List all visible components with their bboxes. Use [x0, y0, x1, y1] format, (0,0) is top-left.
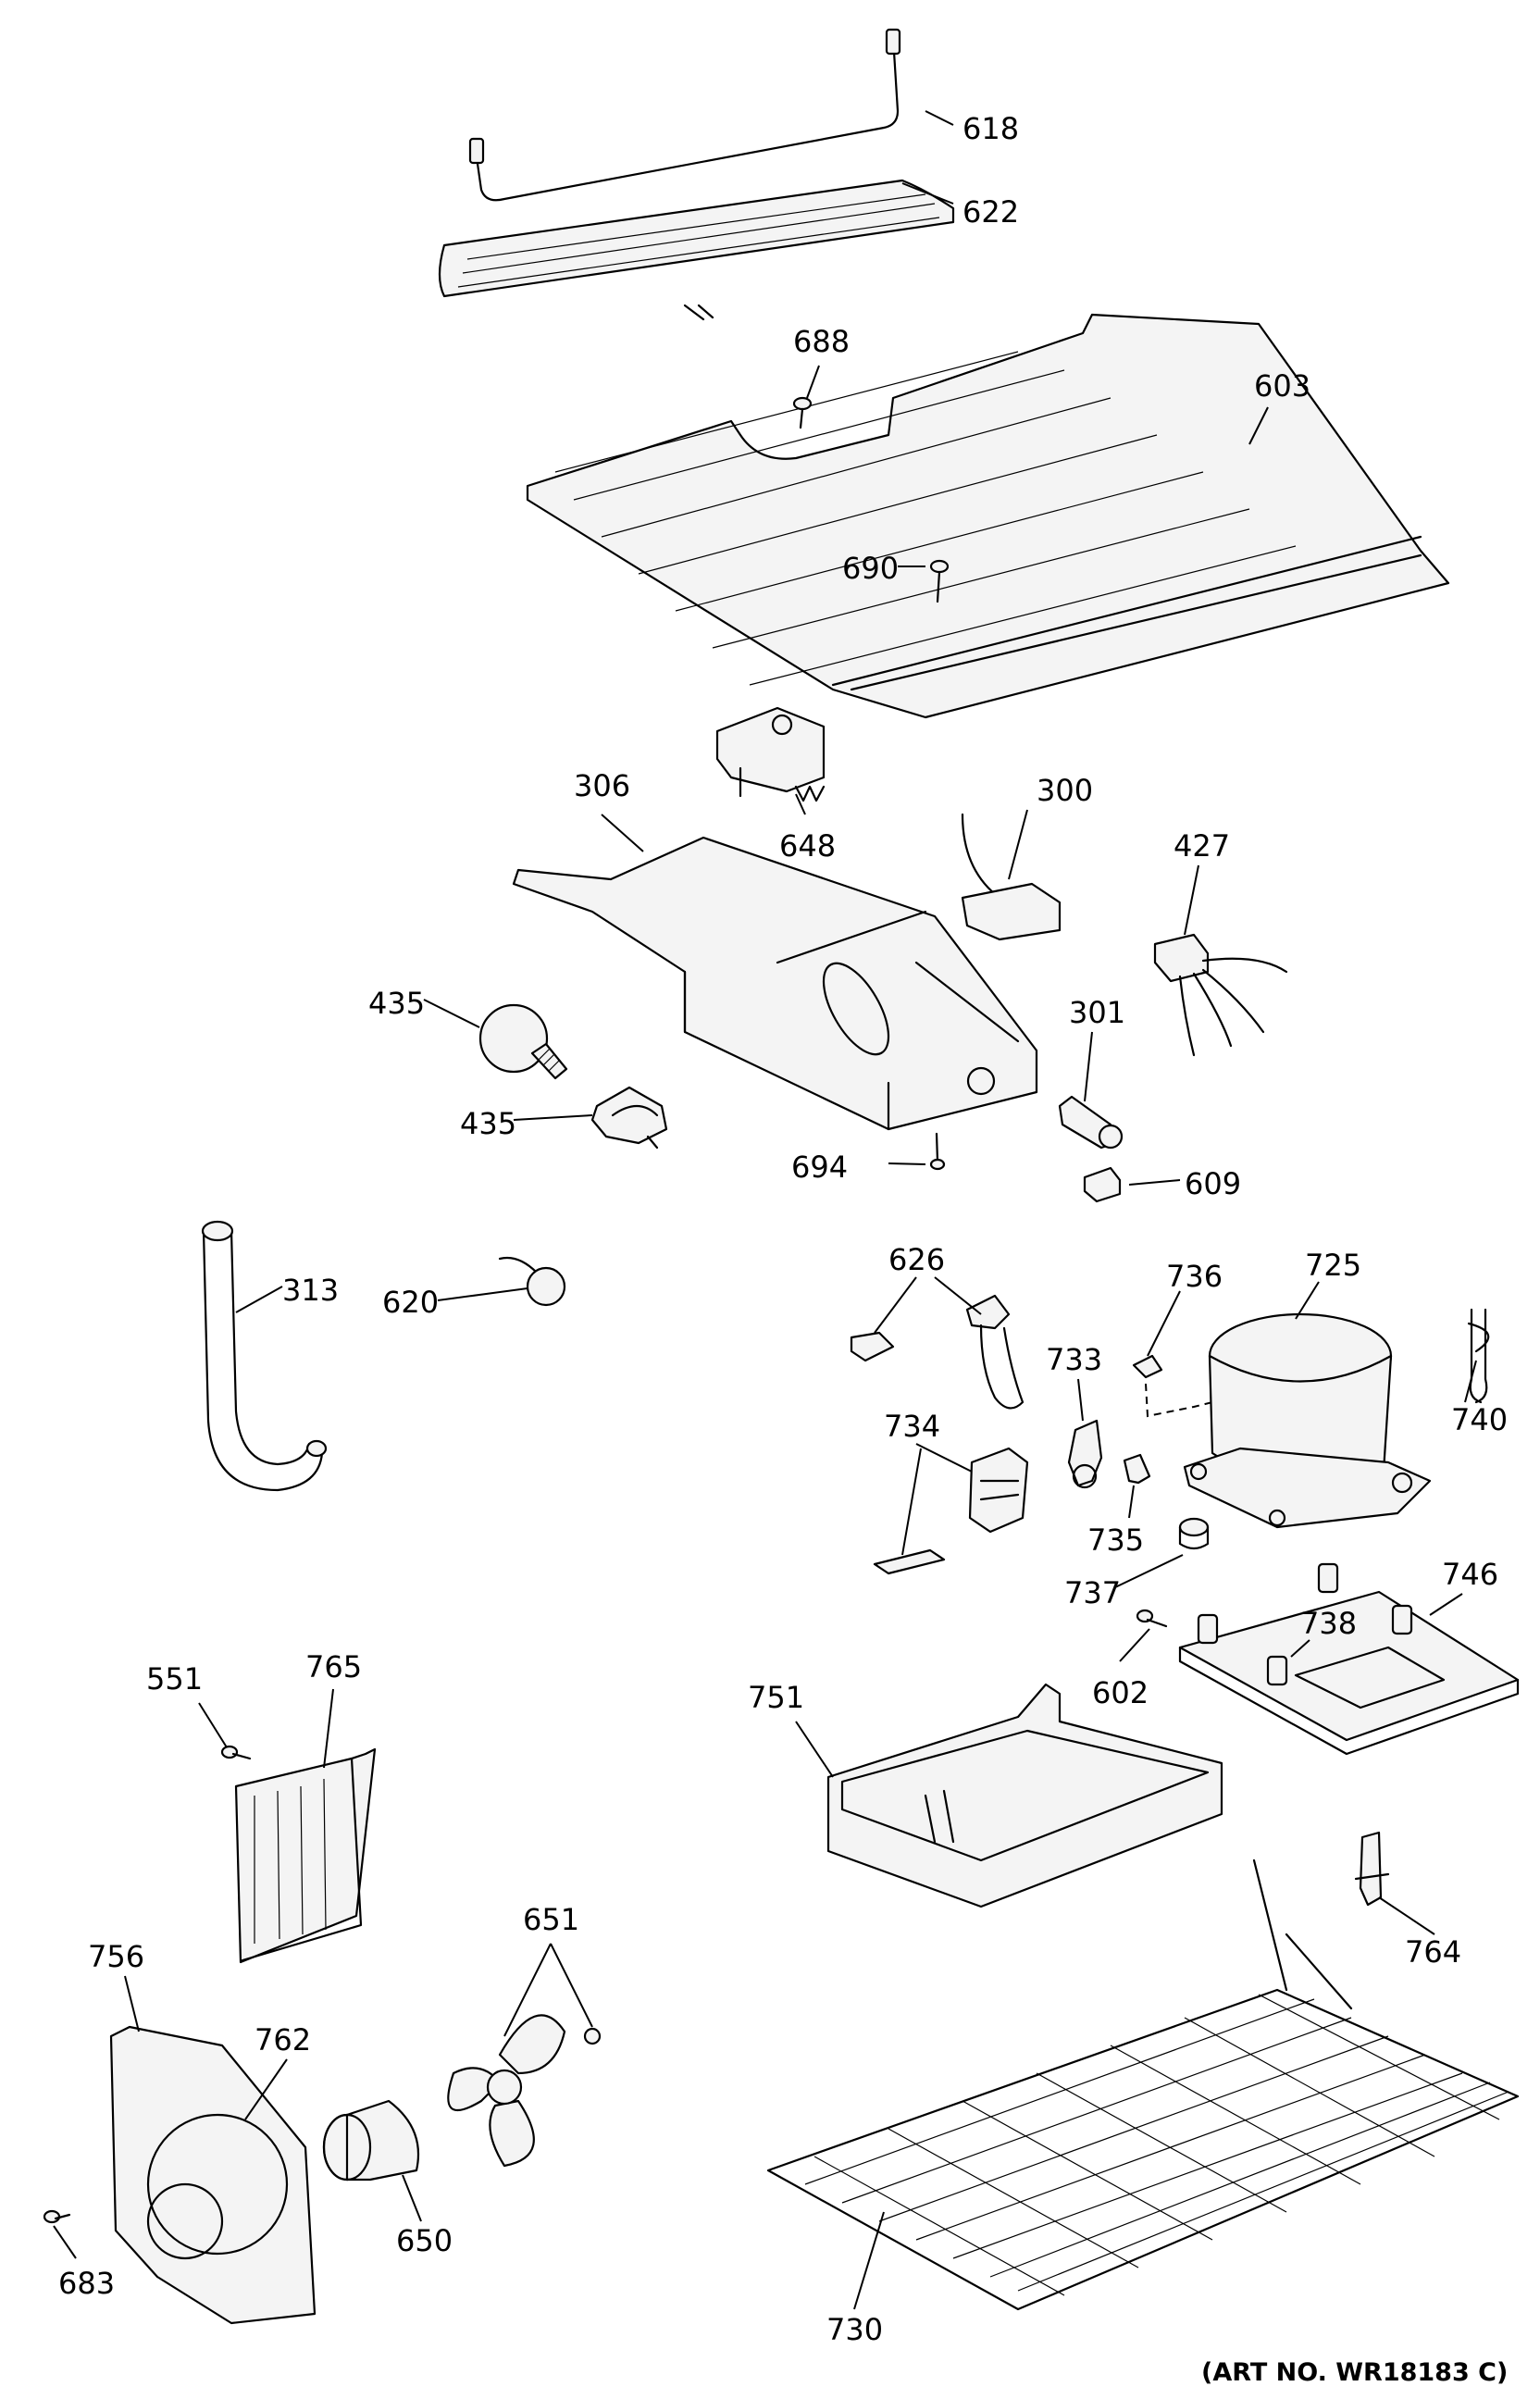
callout-313: 313 [282, 1273, 339, 1308]
part-751-drain-pan [826, 1683, 1223, 1908]
callout-650: 650 [396, 2223, 453, 2258]
callout-602: 602 [1092, 1675, 1149, 1710]
part-603-panel [526, 313, 1450, 719]
callout-725: 725 [1305, 1248, 1361, 1283]
callout-306: 306 [574, 768, 630, 803]
callout-620: 620 [382, 1285, 439, 1320]
callout-622: 622 [962, 194, 1019, 230]
part-733-overload [1067, 1419, 1103, 1489]
callout-427: 427 [1174, 828, 1230, 864]
callout-733: 733 [1046, 1342, 1102, 1377]
part-725-compressor [1183, 1312, 1432, 1529]
part-764-bracket [1354, 1831, 1390, 1907]
callout-751: 751 [748, 1680, 804, 1715]
part-734-relay [873, 1447, 1029, 1575]
part-746-plate [1178, 1562, 1520, 1756]
part-313-drain-tube [201, 1220, 328, 1492]
callout-738: 738 [1300, 1606, 1357, 1641]
callout-603: 603 [1254, 368, 1310, 404]
leader-lines [53, 110, 1477, 2310]
part-301-switch [1058, 1095, 1124, 1150]
callout-683: 683 [58, 2266, 115, 2301]
part-740-hook [1467, 1308, 1490, 1404]
callout-labels: 618 622 688 603 690 306 648 300 427 435 … [58, 111, 1508, 2387]
part-618-tube [468, 28, 901, 202]
callout-690: 690 [842, 551, 899, 586]
part-688-screw [792, 396, 813, 429]
part-735-capacitor [1123, 1453, 1151, 1485]
callout-730: 730 [826, 2312, 883, 2347]
part-765-cover [234, 1747, 377, 1964]
callout-762: 762 [255, 2022, 311, 2057]
part-602-screw [1136, 1609, 1168, 1628]
part-730-condenser [766, 1858, 1520, 2311]
part-622-channel [438, 179, 955, 321]
part-756-shroud [109, 2025, 317, 2325]
part-306-housing [512, 836, 1038, 1131]
part-300-switch [961, 813, 1062, 941]
callout-737: 737 [1064, 1575, 1121, 1610]
art-number: (ART NO. WR18183 C) [1201, 2358, 1508, 2387]
callout-301: 301 [1069, 995, 1125, 1030]
callout-688: 688 [793, 324, 850, 359]
part-651-fan-blade [447, 2014, 602, 2168]
callout-746: 746 [1442, 1557, 1498, 1592]
callout-651: 651 [523, 1902, 579, 1937]
part-435-socket [590, 1086, 668, 1150]
callout-756: 756 [88, 1939, 144, 1974]
part-737-grommet [1178, 1517, 1210, 1550]
part-683-screw [43, 2209, 71, 2224]
part-551-screw [220, 1745, 252, 1760]
callout-626: 626 [888, 1242, 945, 1277]
callout-736: 736 [1166, 1259, 1223, 1294]
callout-435a: 435 [368, 986, 425, 1021]
part-427-relay [1153, 933, 1288, 1057]
part-690-screw [929, 559, 950, 603]
callout-551: 551 [146, 1661, 203, 1697]
part-694-screw [929, 1132, 946, 1171]
part-648-control [715, 706, 826, 802]
part-620-thermostat [498, 1256, 566, 1307]
part-435-bulb [478, 1003, 568, 1080]
callout-618: 618 [962, 111, 1019, 146]
callout-648: 648 [779, 828, 836, 864]
part-650-motor [322, 2099, 420, 2181]
callout-764: 764 [1405, 1934, 1461, 1970]
callout-609: 609 [1185, 1166, 1241, 1201]
callout-740: 740 [1451, 1402, 1508, 1437]
part-736-clip [1132, 1354, 1213, 1418]
callout-735: 735 [1087, 1523, 1144, 1558]
callout-734: 734 [884, 1409, 940, 1444]
part-609-switch [1083, 1166, 1122, 1203]
part-626-cord [850, 1294, 1025, 1410]
callout-694: 694 [791, 1150, 848, 1185]
callout-435b: 435 [460, 1106, 516, 1141]
callout-300: 300 [1037, 773, 1093, 808]
callout-765: 765 [305, 1649, 362, 1684]
